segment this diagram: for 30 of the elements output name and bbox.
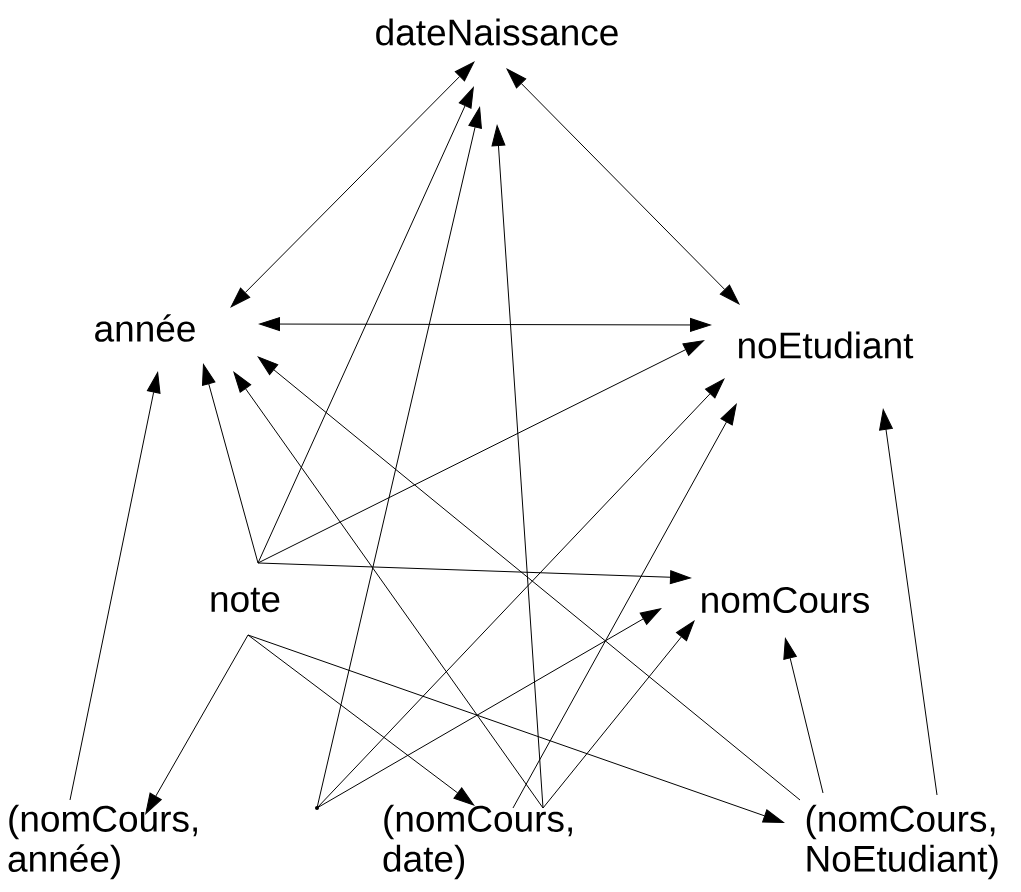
attribute-label: dateNaissance [376, 18, 618, 46]
arrow [257, 87, 474, 564]
arrow [233, 371, 544, 809]
arrow [542, 620, 695, 809]
attribute-label: note [211, 587, 280, 613]
junction-point [315, 806, 319, 810]
attribute-label: (nomCours, date) [383, 804, 572, 880]
attribute-label: (nomCours, NoEtudiant) [806, 804, 998, 880]
arrow [69, 372, 161, 801]
attribute-label: (nomCours, année) [8, 804, 197, 880]
arrow [491, 125, 544, 809]
attribute-label: nomCours [702, 586, 869, 614]
arrow [316, 107, 482, 809]
arrow [783, 638, 824, 794]
arrow [145, 634, 249, 815]
arrow [257, 356, 801, 801]
attribute-label: noEtudiant [739, 331, 914, 359]
attribute-label: année [95, 314, 195, 342]
arrow [316, 608, 662, 809]
arrow [506, 68, 740, 305]
arrow [247, 634, 475, 806]
arrow [230, 61, 475, 308]
arrow [202, 364, 259, 564]
arrow [512, 403, 737, 809]
arrow [247, 634, 784, 823]
arrow [257, 340, 705, 564]
arrow [259, 317, 711, 332]
arrow [316, 378, 725, 809]
arrow [257, 562, 691, 585]
arrow [879, 409, 938, 796]
